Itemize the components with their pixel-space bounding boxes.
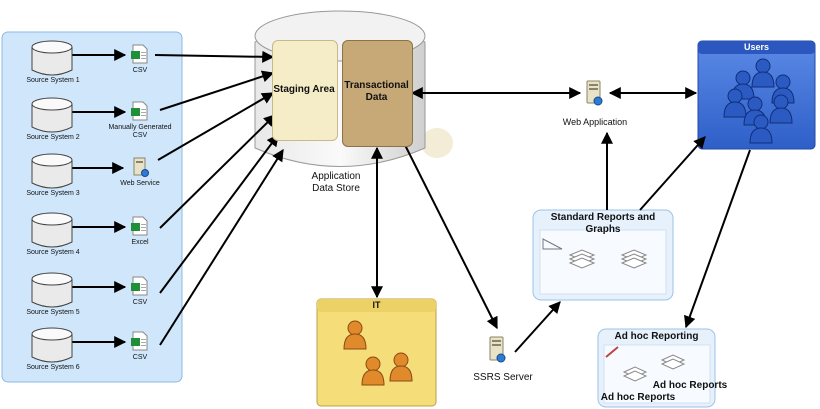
source-system-label: Source System 3 <box>26 190 80 197</box>
it-person-icon <box>389 352 413 382</box>
pencil-icon <box>605 346 619 358</box>
users-title: Users <box>743 42 770 52</box>
source-system-label: Source System 6 <box>26 364 80 371</box>
adhoc-reports-label-2: Ad hoc Reports <box>600 392 676 403</box>
it-title: IT <box>372 300 381 310</box>
source-system-label: Source System 2 <box>26 134 80 141</box>
it-person-icon <box>343 320 367 350</box>
staging-area-label: Staging Area <box>273 84 335 95</box>
adhoc-reports-label-1: Ad hoc Reports <box>652 380 728 391</box>
it-panel <box>316 298 437 407</box>
standard-reports-title: Standard Reports and Graphs <box>550 212 656 235</box>
source-format-label: CSV <box>132 354 148 361</box>
staging-area-box <box>272 40 338 141</box>
source-format-label: CSV <box>132 67 148 74</box>
ruler-icon <box>542 238 563 250</box>
data-store-caption: Application Data Store <box>311 171 361 194</box>
excel-file-icon <box>131 216 148 236</box>
user-person-icon <box>749 114 773 144</box>
source-database-icon <box>31 327 73 363</box>
server-icon <box>133 157 149 177</box>
csv-file-icon <box>131 44 148 64</box>
report-stack-icon <box>568 249 596 269</box>
web-application-label: Web Application <box>562 117 628 127</box>
user-person-icon <box>751 58 775 88</box>
adhoc-stack-icon-1 <box>622 366 648 382</box>
source-system-label: Source System 5 <box>26 309 80 316</box>
source-database-icon <box>31 272 73 308</box>
ssrs-server-label: SSRS Server <box>473 372 533 383</box>
source-system-label: Source System 4 <box>26 249 80 256</box>
csv-file-icon <box>131 276 148 296</box>
graph-stack-icon <box>620 249 648 269</box>
user-person-icon <box>723 88 747 118</box>
source-database-icon <box>31 40 73 76</box>
ssrs-server-icon <box>489 336 506 363</box>
source-format-label: Excel <box>131 239 149 246</box>
csv-file-icon <box>131 331 148 351</box>
source-format-label: Manually Generated CSV <box>108 124 172 139</box>
transactional-data-label: Transactional Data <box>344 80 409 103</box>
source-arrows <box>72 49 751 353</box>
source-database-icon <box>31 212 73 248</box>
adhoc-stack-icon-2 <box>660 354 686 370</box>
source-system-label: Source System 1 <box>26 77 80 84</box>
web-application-server-icon <box>586 80 603 106</box>
source-database-icon <box>31 153 73 189</box>
source-format-label: Web Service <box>120 180 160 187</box>
adhoc-title: Ad hoc Reporting <box>614 331 699 342</box>
source-database-icon <box>31 97 73 133</box>
it-person-icon <box>361 356 385 386</box>
sources-panel <box>1 31 183 383</box>
source-format-label: CSV <box>132 299 148 306</box>
user-person-icon <box>769 94 793 124</box>
transactional-data-box <box>342 40 413 147</box>
csv-file-icon <box>131 101 148 121</box>
